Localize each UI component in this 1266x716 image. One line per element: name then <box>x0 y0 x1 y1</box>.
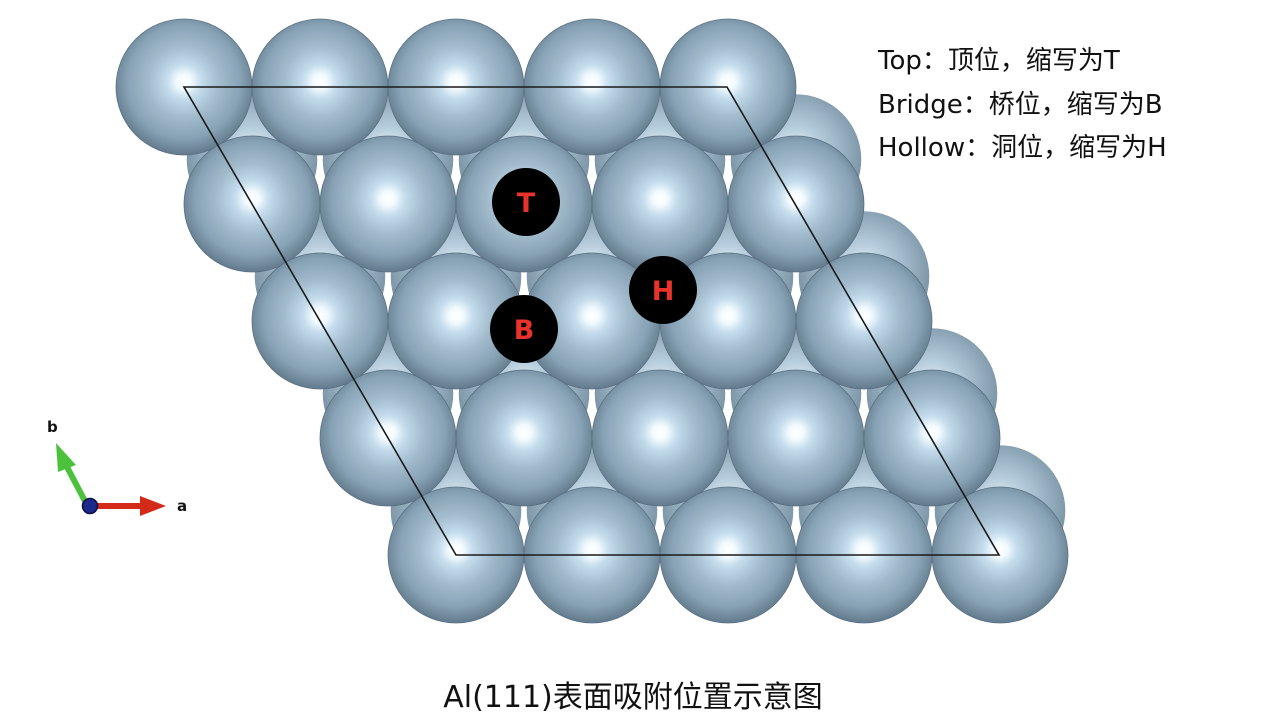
adsorption-sites: T B H <box>490 168 697 363</box>
site-marker-disc <box>490 295 558 363</box>
legend-hollow: Hollow：洞位，缩写为H <box>878 133 1167 163</box>
a-axis-arrowhead <box>140 496 166 516</box>
b-axis-arrowhead <box>56 443 76 472</box>
origin-c-axis-dot <box>81 497 99 515</box>
site-marker-disc <box>492 168 560 236</box>
al-atom <box>727 135 865 273</box>
al-atom <box>795 252 933 390</box>
al-atom <box>727 369 865 507</box>
site-legend: Top：顶位，缩写为T Bridge：桥位，缩写为B Hollow：洞位，缩写为… <box>878 40 1167 171</box>
site-marker-disc <box>629 256 697 324</box>
al-atom <box>455 369 593 507</box>
al-atom <box>591 135 729 273</box>
b-axis-arrow-shaft <box>63 463 90 507</box>
site-marker-b: B <box>490 295 558 363</box>
al-atom <box>863 369 1001 507</box>
al-atom <box>591 369 729 507</box>
site-marker-t: T <box>492 168 560 236</box>
site-marker-label: B <box>514 315 535 346</box>
site-marker-label: H <box>652 276 675 307</box>
legend-bridge: Bridge：桥位，缩写为B <box>878 89 1163 120</box>
site-marker-label: T <box>517 188 536 219</box>
surface-atoms <box>115 18 1069 624</box>
b-axis-label: b <box>47 418 58 436</box>
legend-top: Top：顶位，缩写为T <box>878 46 1120 76</box>
al-atom <box>319 135 457 273</box>
a-axis-label: a <box>177 497 187 515</box>
unit-cell-outline <box>182 86 1001 556</box>
figure-caption: Al(111)表面吸附位置示意图 <box>443 680 823 715</box>
site-marker-h: H <box>629 256 697 324</box>
axis-indicator: b a <box>47 418 187 516</box>
